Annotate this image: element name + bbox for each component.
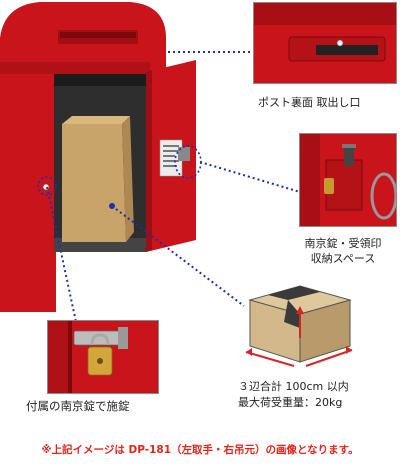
photo-padlock-storage [299,133,397,227]
caption-padlock-storage-line1: 南京錠・受領印 [304,237,382,250]
caption-box-size-line1: ３辺合計 100cm 以内 [238,380,349,393]
caption-padlock-storage: 南京錠・受領印 収納スペース [286,236,400,266]
footer-note: ※上記イメージは DP-181（左取手・右吊元）の画像となります。 [41,444,359,456]
caption-padlock-storage-line2: 収納スペース [310,252,376,265]
caption-box-size-line2: 最大荷受重量：20kg [238,396,343,409]
caption-back-slot: ポスト裏面 取出し口 [258,96,361,109]
caption-padlock-included: 付属の南京錠で施錠 [26,399,130,413]
caption-box-size: ３辺合計 100cm 以内 最大荷受重量：20kg [238,379,349,411]
cardboard-box-front [62,124,126,242]
photo-included-padlock [47,320,159,394]
photo-back-slot [253,2,397,84]
